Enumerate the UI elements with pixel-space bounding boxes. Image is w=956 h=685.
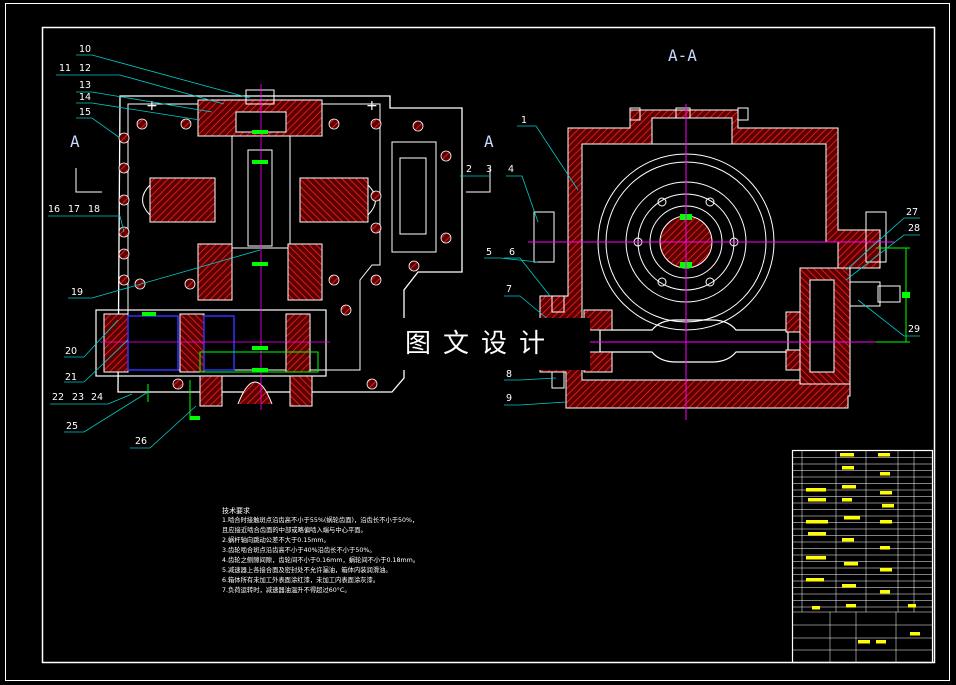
technical-requirements: 技术要求 1.啮合时接触斑点沿齿高不小于55%(蜗轮齿面)，沿齿长不小于50%，… [222,506,419,596]
drawing-frame [5,3,950,681]
callout-10: 10 [79,44,92,55]
callout-29: 29 [908,324,921,335]
callout-11: 11 [59,63,72,74]
tech-req-item: 3.齿轮啮合斑点沿齿高不小于40%沿齿长不小于50%。 [222,547,376,554]
tech-req-item: 5.减速器上各接合面及密封处不允许漏油，箱体内装润滑油。 [222,567,392,574]
callout-3: 3 [486,164,493,175]
callout-16: 16 [48,204,61,215]
callout-5: 5 [486,247,493,258]
callout-4: 4 [508,164,515,175]
cut-mark-right: A [484,132,494,151]
callout-18: 18 [88,204,101,215]
cut-mark-left: A [70,132,80,151]
section-view [528,104,910,420]
title-block [791,449,934,664]
section-label: A-A [668,46,697,65]
tech-req-item: 2.蜗杆轴向跳动公差不大于0.15mm。 [222,537,330,544]
callout-27: 27 [906,207,919,218]
callout-6: 6 [509,247,516,258]
callout-24: 24 [91,392,104,403]
callout-28: 28 [908,223,921,234]
tech-req-item: 4.齿轮之侧隙间隙，齿轮间不小于0.16mm，蜗轮间不小于0.18mm。 [222,557,420,564]
callout-13: 13 [79,80,92,91]
callout-9: 9 [506,393,513,404]
callout-2: 2 [466,164,473,175]
svg-text:+: + [366,98,378,114]
callout-25: 25 [66,421,79,432]
callout-14: 14 [79,92,92,103]
callout-19: 19 [71,287,84,298]
callout-22: 22 [52,392,65,403]
callout-1: 1 [521,115,528,126]
tech-req-item: 7.负荷运转时，减速器油温升不得超过60°C。 [222,587,351,594]
callout-8: 8 [506,369,513,380]
watermark: 图文设计 [372,318,590,370]
svg-text:+: + [146,98,158,114]
callout-leaders [48,54,920,449]
tech-req-title: 技术要求 [222,507,250,515]
plan-view: + + [75,84,491,420]
callout-12: 12 [79,63,92,74]
tech-req-item: 且应接近啮合齿面的中部或略偏啮入端与中心平面。 [222,527,367,534]
callout-26: 26 [135,436,148,447]
tech-req-item: 6.箱体所有未加工外表面涂红漆，未加工内表面涂灰漆。 [222,577,380,584]
callout-17: 17 [68,204,81,215]
callout-23: 23 [72,392,85,403]
callout-15: 15 [79,107,92,118]
callout-21: 21 [65,372,78,383]
callout-20: 20 [65,346,78,357]
tech-req-item: 1.啮合时接触斑点沿齿高不小于55%(蜗轮齿面)，沿齿长不小于50%， [222,517,419,524]
callout-7: 7 [506,284,513,295]
